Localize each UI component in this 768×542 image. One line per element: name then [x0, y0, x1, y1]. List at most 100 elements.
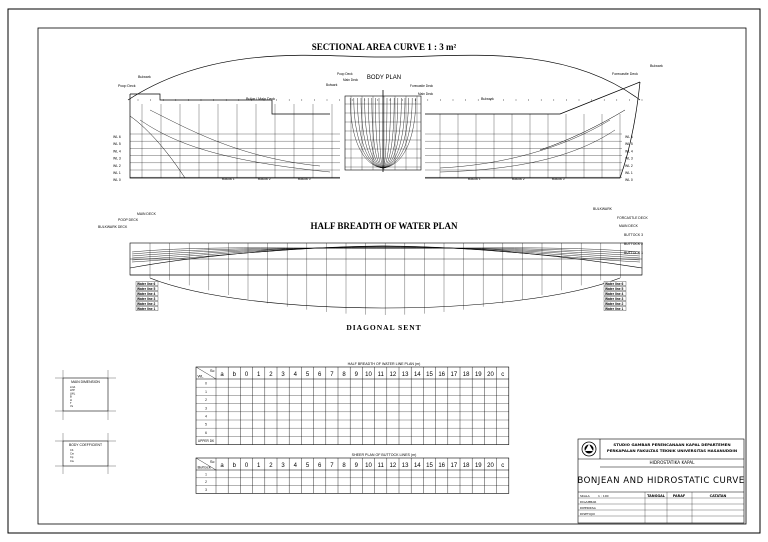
- buttock-label: Buttock 3: [552, 177, 565, 181]
- table-header-cell: 5: [306, 463, 310, 469]
- table-header-cell: 5: [306, 372, 310, 378]
- half-breadth-left-label: MAIN DECK: [137, 212, 157, 216]
- diagonal-label-box: [603, 291, 627, 296]
- section-aft: [371, 97, 384, 169]
- diagonal-left-label: Water line 5: [137, 287, 156, 291]
- diagonal-right-label: Water line 3: [605, 297, 624, 301]
- diagonal-label-box: [603, 286, 627, 291]
- table-header-cell: 13: [402, 372, 409, 378]
- coefficient-row: Cp: [70, 455, 74, 459]
- outer-border: [7, 8, 761, 534]
- deck-line: [129, 245, 643, 269]
- table-header-cell: 16: [438, 372, 445, 378]
- table-header-cell: 7: [330, 463, 334, 469]
- body-plan: [344, 90, 422, 172]
- coefficient-row: Cb: [70, 448, 74, 452]
- waterline-curve: [131, 246, 641, 261]
- body-plan-deck-label: Main Deck: [343, 78, 358, 82]
- half-breadth-right-label: BULKWARK: [593, 207, 613, 211]
- diagonal-label-box: [135, 296, 159, 301]
- main-dimension-row: T: [70, 401, 72, 405]
- table2-title: SHEER PLAN OF BUTTOCK LINES (m): [352, 453, 417, 457]
- section-fore: [382, 97, 413, 169]
- buttock-curve: [439, 129, 616, 173]
- waterline-curve: [131, 247, 641, 255]
- table-header-cell: a: [220, 463, 224, 469]
- section-aft: [357, 97, 384, 169]
- diagonal-left-label: Water line 3: [137, 297, 156, 301]
- waterline-curve: [131, 246, 641, 259]
- section-aft: [364, 97, 384, 169]
- wl-label: WL 3: [113, 157, 121, 161]
- table-frame: [195, 366, 510, 445]
- table-header-cell: b: [233, 463, 237, 469]
- half-breadth-right-label: BUTTOCK 3: [624, 233, 643, 237]
- section-fore: [382, 97, 416, 169]
- table-header-cell: 4: [294, 463, 298, 469]
- diagonal-label-box: [603, 306, 627, 311]
- catatan-header: CATATAN: [710, 494, 727, 498]
- section-aft: [375, 97, 384, 169]
- table-header-cell: 1: [257, 463, 261, 469]
- buttock-label: Buttock 3: [298, 177, 311, 181]
- main-deck-label: Buliar / Main Deck: [246, 97, 275, 101]
- section-fore: [382, 97, 406, 169]
- table-header-cell: c: [501, 372, 504, 378]
- table-header-cell: 20: [487, 372, 494, 378]
- diagonal-left-label: Water line 6: [137, 282, 156, 286]
- wl-label: WL 0: [625, 178, 633, 182]
- table-header-cell: 14: [414, 372, 421, 378]
- table-row-label: 0: [205, 382, 207, 386]
- waterline-labels-right: WL 6WL 5WL 4WL 3WL 2WL 1WL 0: [625, 135, 633, 182]
- table-header-cell: 7: [330, 372, 334, 378]
- wl-label: WL 4: [113, 149, 121, 153]
- diagonal-right-label: Water line 4: [605, 292, 624, 296]
- table-row-label: 6: [205, 431, 207, 435]
- diagonal-label-box: [603, 296, 627, 301]
- paraf-header: PARAF: [673, 494, 686, 498]
- table-header-cell: 18: [463, 463, 470, 469]
- half-breadth-left-label: BULKWARK DECK: [98, 225, 128, 229]
- wl-label: WL 1: [625, 171, 633, 175]
- main-dimension-row: LWL: [70, 391, 76, 395]
- section-aft: [350, 97, 384, 169]
- diagonal-curve: [149, 277, 621, 309]
- table-row-label: 2: [205, 480, 207, 484]
- body-plan-deck-label: Main Deck: [418, 92, 433, 96]
- diagonal-left-label: Water line 4: [137, 292, 156, 296]
- diagonal-right-label: Water line 1: [605, 307, 624, 311]
- wl-label: WL 5: [625, 142, 633, 146]
- section-fore: [382, 97, 388, 169]
- diagonal-label-box: [135, 301, 159, 306]
- wl-label: WL 1: [113, 171, 121, 175]
- bulwark-label-mid: Bulwark: [481, 97, 494, 101]
- institution-line1: STUDIO GAMBAR PERENCANAAN KAPAL DEPARTEM…: [613, 442, 730, 447]
- wl-label: WL 6: [113, 135, 121, 139]
- waterline-labels-left: WL 6WL 5WL 4WL 3WL 2WL 1WL 0: [113, 135, 121, 182]
- sectional-curve: [127, 54, 641, 101]
- table-header-cell: 0: [245, 372, 249, 378]
- table-header-cell: 2: [269, 372, 273, 378]
- body-plan-deck-label: Bulwark: [326, 83, 338, 87]
- half-breadth-right-label: FORCASTLE DECK: [617, 216, 648, 220]
- diagonal-right-label: Water line 5: [605, 287, 624, 291]
- table-header-cell: 18: [463, 372, 470, 378]
- section-fore: [382, 97, 409, 169]
- scale-value: 1 : 100: [598, 494, 609, 498]
- section-aft: [378, 97, 384, 169]
- approved-label: DISETUJUI: [580, 512, 595, 516]
- aft-stern-curve: [129, 115, 186, 179]
- table-header-cell: 14: [414, 463, 421, 469]
- half-breadth-plan: [129, 242, 643, 276]
- main-dimension-row: Vs: [70, 404, 74, 408]
- fore-deck-line: [425, 81, 641, 115]
- table-header-cell: 3: [281, 463, 285, 469]
- body-plan-label: BODY PLAN: [367, 75, 401, 81]
- diagonal-label-box: [135, 286, 159, 291]
- table-header-cell: 3: [281, 372, 285, 378]
- subject-label: HIDROSTATIKA KAPAL: [650, 460, 696, 465]
